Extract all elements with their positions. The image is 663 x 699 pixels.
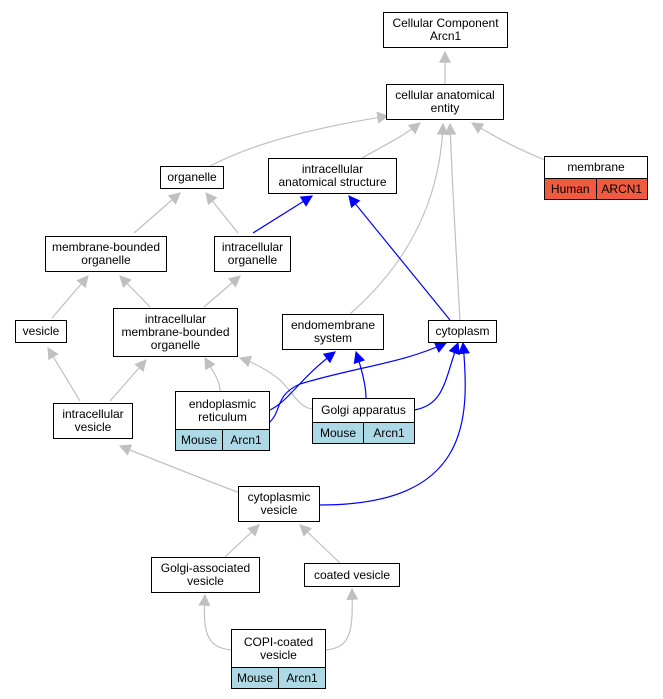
annotation-row: Human ARCN1 bbox=[545, 178, 647, 199]
annotation-row: Mouse Arcn1 bbox=[232, 667, 325, 688]
edge-coated-to-cv bbox=[299, 524, 341, 564]
node-intracellular-membrane-bounded-organelle[interactable]: intracellular membrane-bounded organelle bbox=[113, 308, 238, 357]
node-coated-vesicle[interactable]: coated vesicle bbox=[304, 563, 400, 587]
edge-imbo-to-io bbox=[203, 275, 241, 308]
node-endoplasmic-reticulum-label: endoplasmic reticulum bbox=[188, 396, 257, 424]
edge-vesicle-to-mbo bbox=[51, 275, 89, 319]
node-golgi-apparatus[interactable]: Golgi apparatus Mouse Arcn1 bbox=[312, 398, 415, 444]
node-intracellular-anatomical-structure[interactable]: intracellular anatomical structure bbox=[268, 158, 397, 194]
node-cellular-anatomical-entity[interactable]: cellular anatomical entity bbox=[386, 84, 504, 120]
node-cytoplasmic-vesicle[interactable]: cytoplasmic vesicle bbox=[238, 486, 320, 522]
edge-iv-to-vesicle bbox=[47, 346, 81, 402]
edge-copi-to-coated bbox=[324, 587, 359, 651]
species-cell: Human bbox=[545, 179, 596, 199]
edge-er-to-endomembrane bbox=[269, 351, 336, 411]
edge-golgi-to-endomembrane bbox=[353, 350, 367, 399]
node-vesicle[interactable]: vesicle bbox=[15, 320, 67, 343]
node-endomembrane-system[interactable]: endomembrane system bbox=[282, 314, 384, 350]
edge-cytoplasm-to-cae bbox=[444, 122, 461, 321]
species-cell: Mouse bbox=[176, 430, 222, 450]
edge-golgi-to-cytoplasm bbox=[413, 341, 460, 411]
gene-cell: Arcn1 bbox=[278, 668, 325, 688]
node-membrane-label: membrane bbox=[567, 160, 625, 174]
edge-copi-to-gav bbox=[198, 593, 233, 651]
edge-er-to-cytoplasm bbox=[269, 342, 448, 423]
edge-cv-to-cytoplasm bbox=[319, 341, 470, 506]
species-cell: Mouse bbox=[313, 423, 363, 443]
gene-cell: ARCN1 bbox=[595, 179, 647, 199]
species-cell: Mouse bbox=[232, 668, 278, 688]
node-cytoplasm[interactable]: cytoplasm bbox=[428, 320, 497, 343]
node-golgi-associated-vesicle[interactable]: Golgi-associated vesicle bbox=[151, 557, 260, 593]
edge-cytoplasm-to-ias bbox=[348, 195, 451, 321]
edge-io-to-organelle bbox=[205, 192, 239, 234]
edge-cv-to-iv bbox=[118, 444, 241, 494]
node-membrane[interactable]: membrane Human ARCN1 bbox=[544, 156, 648, 200]
edge-organelle-to-cae bbox=[209, 111, 390, 167]
edge-golgi-to-imbo bbox=[238, 355, 315, 410]
edge-io-to-ias bbox=[252, 195, 314, 234]
node-intracellular-organelle[interactable]: intracellular organelle bbox=[214, 236, 291, 272]
node-organelle[interactable]: organelle bbox=[160, 166, 224, 189]
edge-ias-to-cae bbox=[361, 122, 421, 159]
edge-imbo-to-mbo bbox=[119, 275, 151, 308]
annotation-row: Mouse Arcn1 bbox=[313, 422, 414, 443]
node-copi-coated-vesicle-label: COPI-coated vesicle bbox=[243, 634, 314, 662]
gene-cell: Arcn1 bbox=[222, 430, 269, 450]
annotation-row: Mouse Arcn1 bbox=[176, 429, 269, 450]
edge-endomembrane-to-cae bbox=[349, 122, 449, 315]
node-copi-coated-vesicle[interactable]: COPI-coated vesicle Mouse Arcn1 bbox=[231, 629, 326, 689]
node-membrane-bounded-organelle[interactable]: membrane-bounded organelle bbox=[45, 236, 167, 272]
edge-membrane-to-cae bbox=[470, 122, 546, 161]
node-golgi-apparatus-label: Golgi apparatus bbox=[321, 403, 406, 417]
node-intracellular-vesicle[interactable]: intracellular vesicle bbox=[53, 403, 133, 439]
edge-er-to-imbo bbox=[204, 356, 221, 392]
edge-iv-to-imbo bbox=[109, 359, 147, 402]
edge-gav-to-cv bbox=[224, 524, 260, 558]
gene-cell: Arcn1 bbox=[363, 423, 414, 443]
node-cellular-component[interactable]: Cellular Component Arcn1 bbox=[383, 12, 508, 48]
edge-mbo-to-organelle bbox=[133, 192, 181, 234]
node-endoplasmic-reticulum[interactable]: endoplasmic reticulum Mouse Arcn1 bbox=[175, 391, 270, 451]
